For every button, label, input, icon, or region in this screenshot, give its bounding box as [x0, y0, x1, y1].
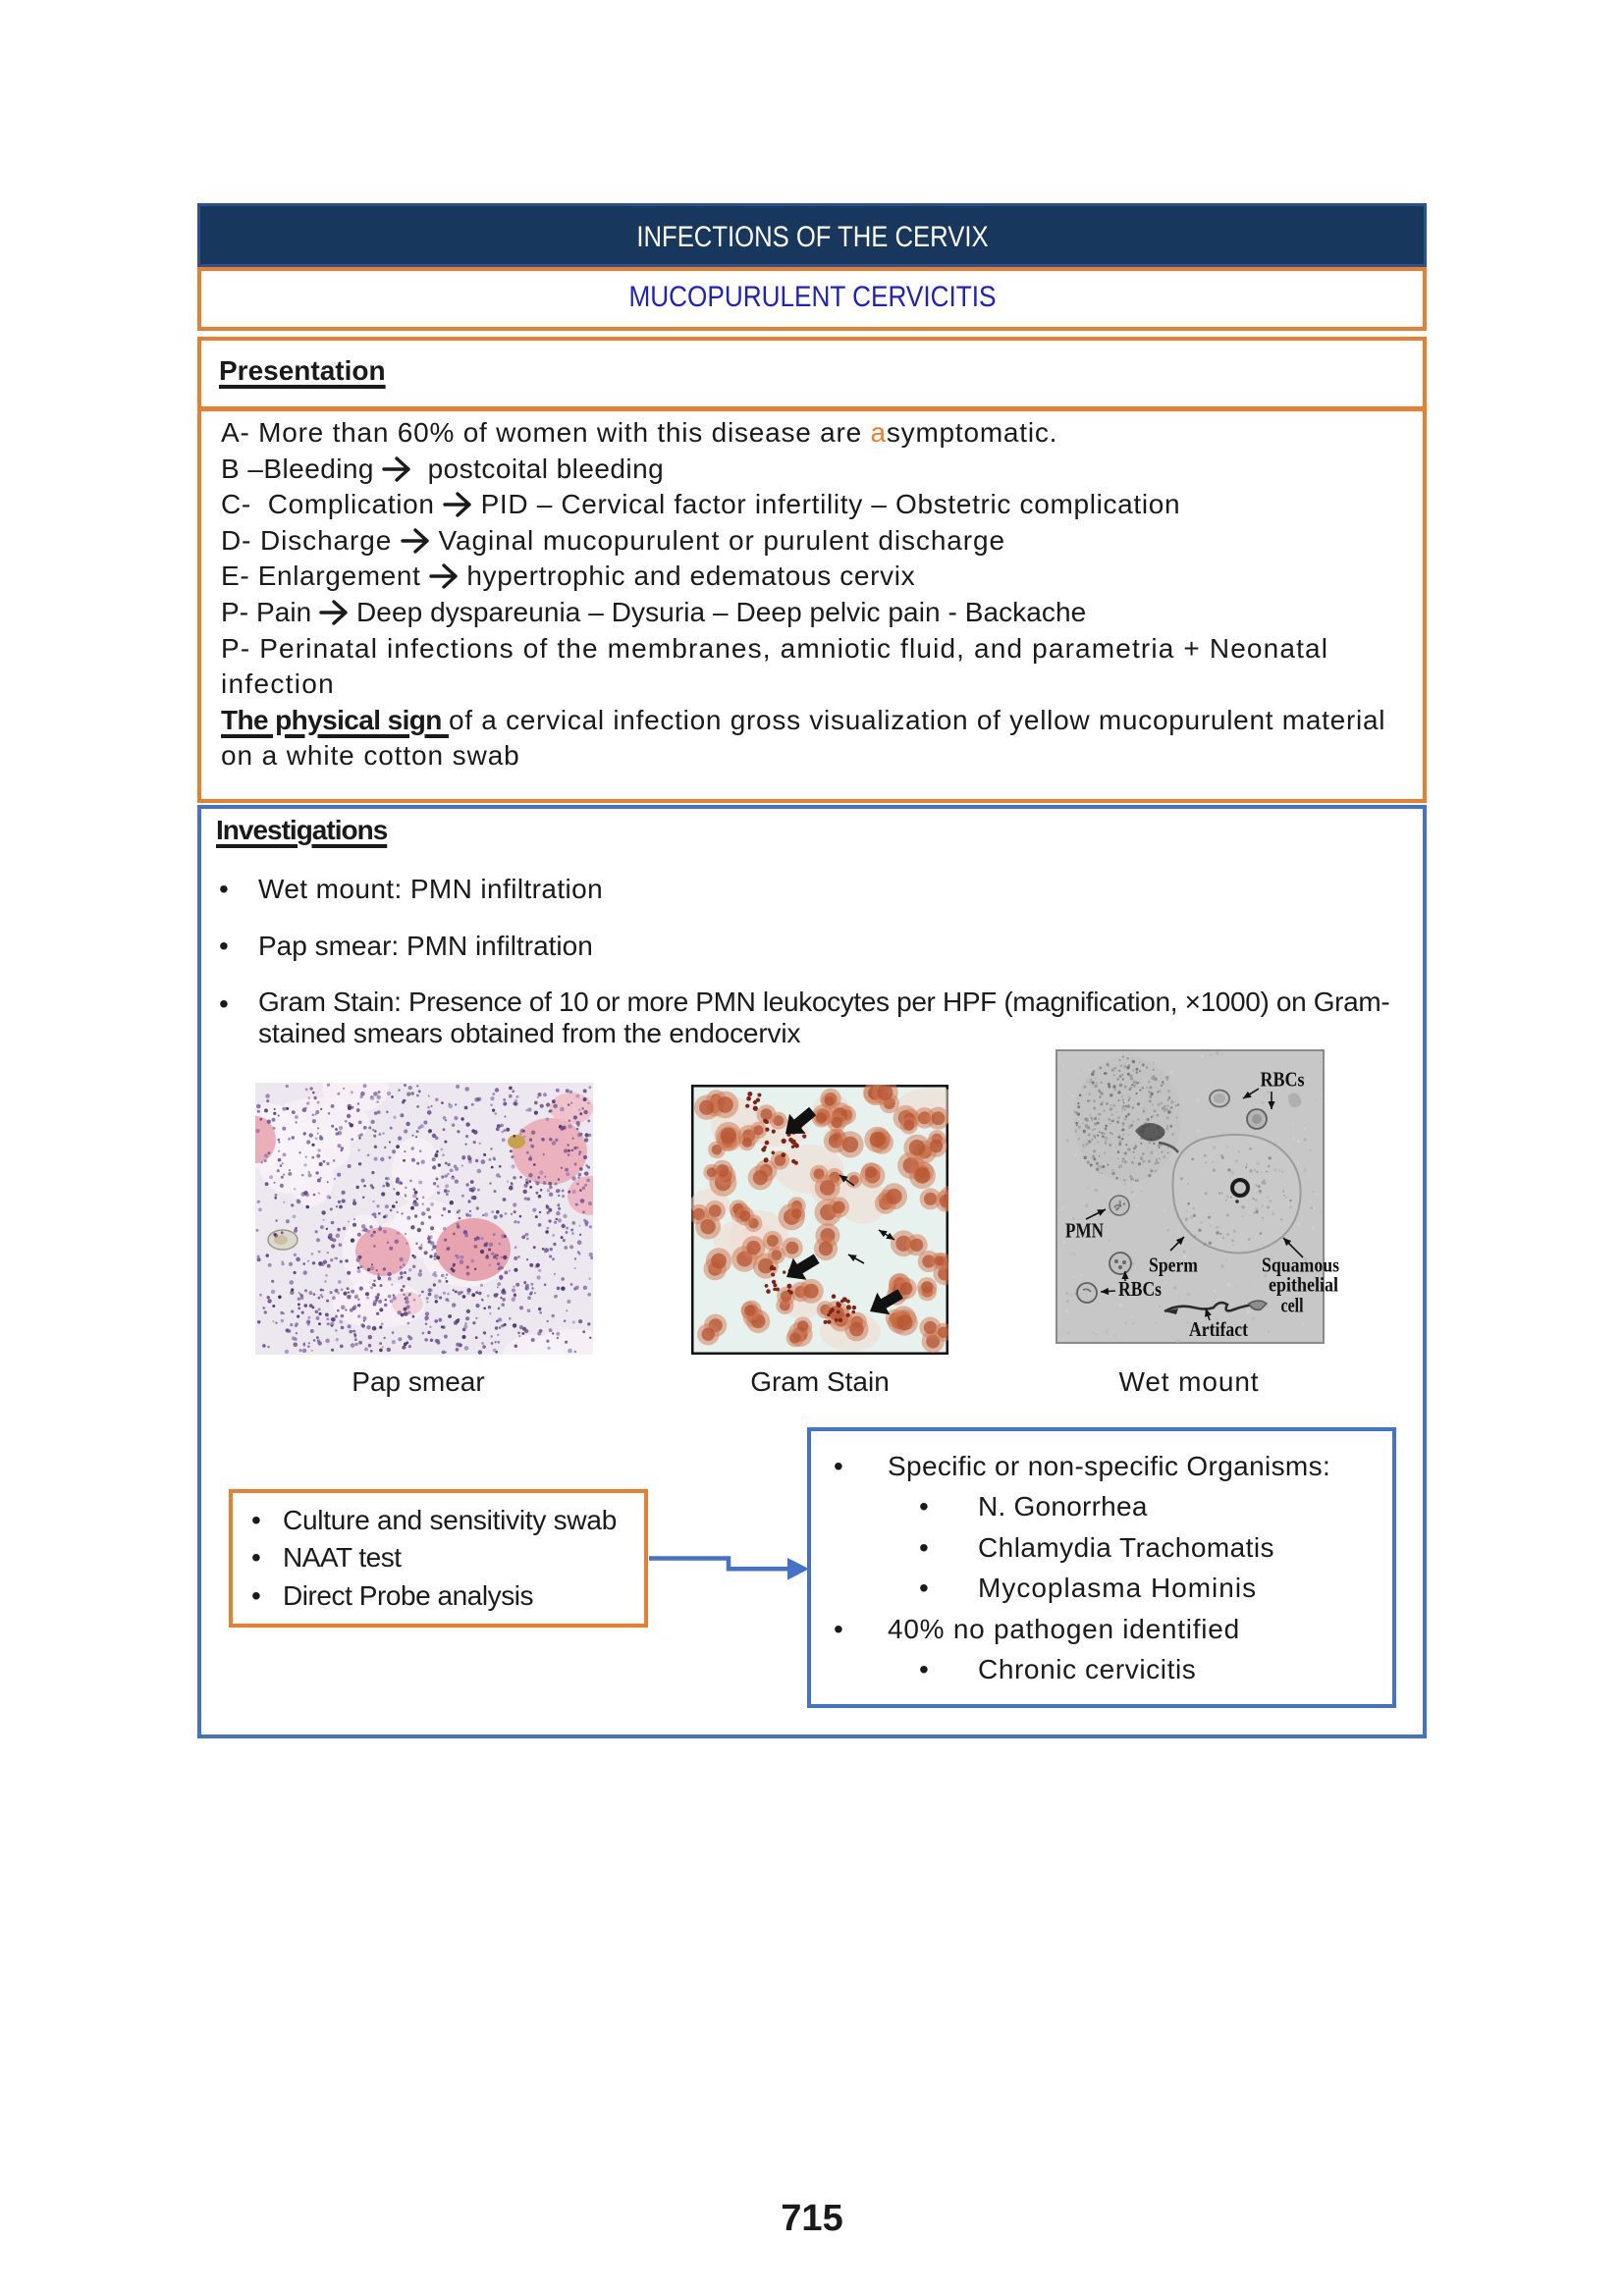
svg-text:Sperm: Sperm	[1149, 1254, 1198, 1277]
svg-text:RBCs: RBCs	[1261, 1068, 1305, 1092]
svg-text:Artifact: Artifact	[1189, 1317, 1248, 1341]
svg-text:epithelial: epithelial	[1269, 1273, 1338, 1297]
svg-text:cell: cell	[1281, 1294, 1304, 1317]
svg-text:Squamous: Squamous	[1262, 1254, 1339, 1277]
svg-text:PMN: PMN	[1065, 1219, 1104, 1243]
